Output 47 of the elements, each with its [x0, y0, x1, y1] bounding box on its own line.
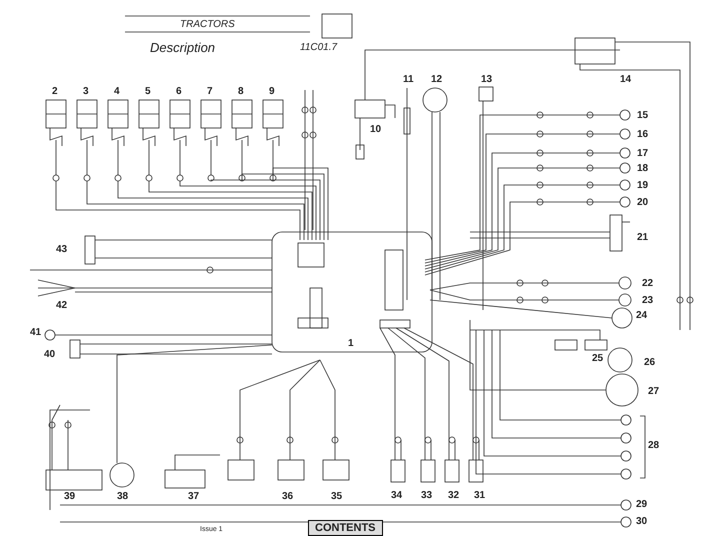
callout-number: 15 — [637, 110, 648, 121]
callout-number: 16 — [637, 129, 648, 140]
title: TRACTORS — [180, 19, 235, 30]
callout-number: 6 — [176, 86, 182, 97]
callout-number: 25 — [592, 353, 604, 364]
callout-number: 18 — [637, 163, 648, 174]
callout-number: 40 — [44, 349, 56, 360]
callout-number: 17 — [637, 148, 648, 159]
callout-number: 5 — [145, 86, 151, 97]
callout-number: 23 — [642, 295, 654, 306]
callout-number: 32 — [448, 490, 460, 501]
callout-number: 37 — [188, 491, 200, 502]
callout-number: 13 — [481, 74, 492, 85]
callout-number: 10 — [370, 124, 382, 135]
callout-number: 3 — [83, 86, 89, 97]
callout-number: 42 — [56, 300, 68, 311]
subtitle: Description — [150, 40, 216, 55]
callout-number: 31 — [474, 490, 486, 501]
callout-number: 7 — [207, 86, 213, 97]
callout-number: 36 — [282, 491, 294, 502]
callout-number: 33 — [421, 490, 432, 501]
callout-number: 12 — [431, 74, 442, 85]
callout-number: 14 — [620, 74, 632, 85]
callout-number: 26 — [644, 357, 656, 368]
callout-number: 8 — [238, 86, 244, 97]
contents-button: CONTENTS — [308, 520, 382, 536]
callout-number: 9 — [269, 86, 275, 97]
callout-number: 41 — [30, 327, 42, 338]
callout-number: 30 — [636, 516, 648, 527]
callout-number: 39 — [64, 491, 76, 502]
callout-number: 2 — [52, 86, 58, 97]
callout-number: 11 — [403, 74, 414, 85]
callout-number: 19 — [637, 180, 648, 191]
callout-number: 1 — [348, 338, 354, 349]
page-code: 11C01.7 — [300, 42, 338, 53]
callout-number: 34 — [391, 490, 402, 501]
callout-number: 22 — [642, 278, 654, 289]
callout-number: 28 — [648, 440, 660, 451]
callout-number: 38 — [117, 491, 128, 502]
callout-number: 27 — [648, 386, 660, 397]
callout-number: 43 — [56, 244, 68, 255]
callout-number: 20 — [637, 197, 648, 208]
callout-number: 24 — [636, 310, 648, 321]
callout-number: 29 — [636, 499, 648, 510]
callout-number: 35 — [331, 491, 342, 502]
callout-number: 21 — [637, 232, 648, 243]
callout-number: 4 — [114, 86, 120, 97]
